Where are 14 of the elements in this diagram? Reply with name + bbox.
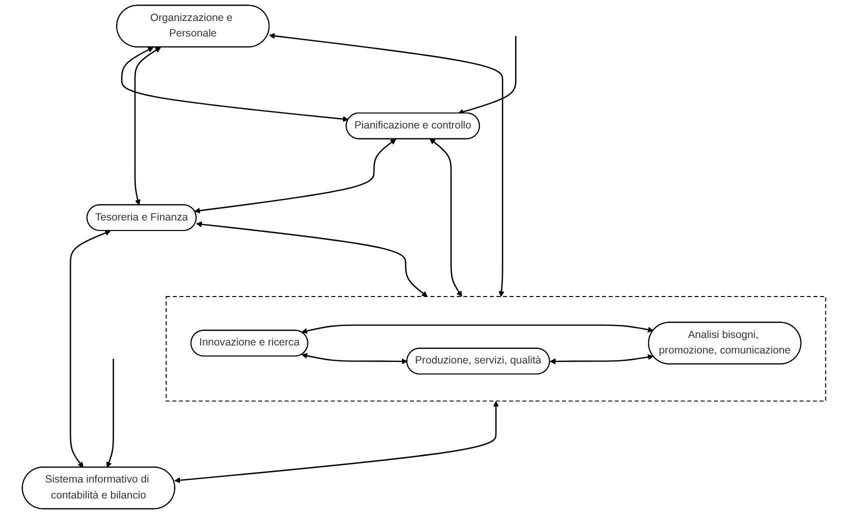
arrow <box>302 352 408 364</box>
arrow <box>196 221 428 297</box>
arrow <box>430 138 462 297</box>
arrow <box>550 354 654 364</box>
arrow <box>174 401 499 484</box>
arrow <box>269 33 504 297</box>
arrow <box>106 358 114 468</box>
arrow <box>121 47 349 122</box>
arrow <box>458 36 516 115</box>
arrow <box>194 138 396 214</box>
cluster <box>166 296 826 402</box>
arrow <box>70 230 111 468</box>
arrow <box>302 324 654 334</box>
arrow <box>134 47 161 206</box>
